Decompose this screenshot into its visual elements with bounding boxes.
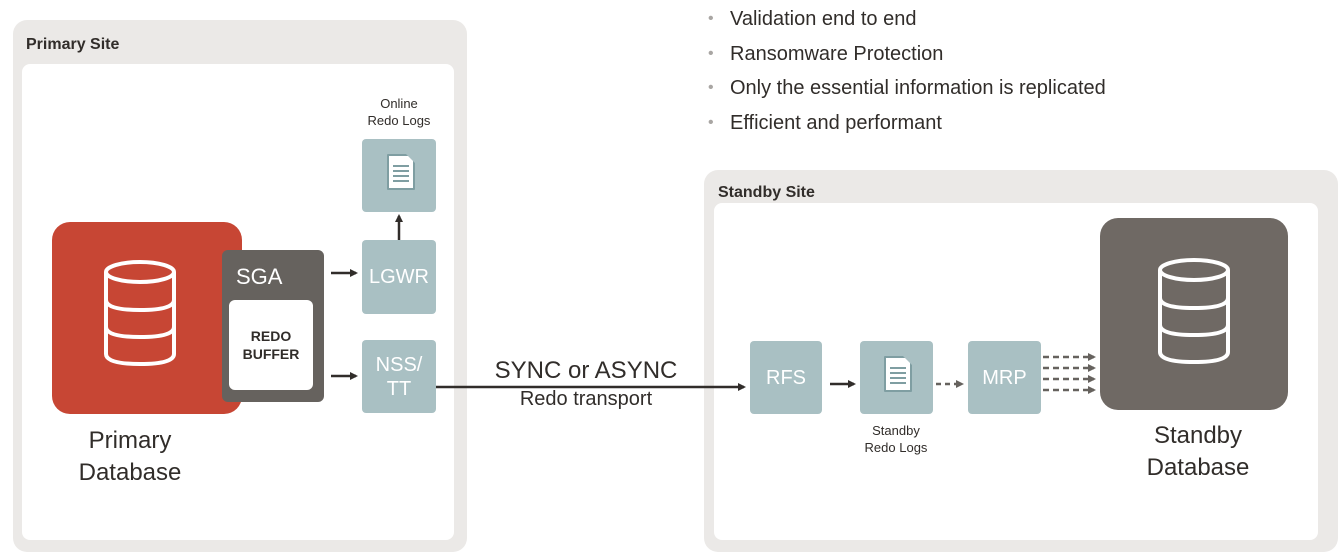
- standby-database-block: [1100, 218, 1288, 410]
- sga-block: SGA REDO BUFFER: [222, 250, 324, 402]
- standby-redo-logs-label: Standby Redo Logs: [864, 423, 928, 455]
- feature-item: •Ransomware Protection: [708, 42, 944, 65]
- redo-buffer: REDO BUFFER: [229, 300, 313, 390]
- standby-redo-logs-box: [860, 341, 933, 414]
- sga-label: SGA: [236, 264, 283, 289]
- standby-database-label: Standby Database: [1146, 422, 1250, 481]
- feature-item: •Only the essential information is repli…: [708, 77, 1106, 99]
- primary-database-label: Primary Database: [78, 427, 182, 486]
- online-redo-logs-box: [362, 139, 436, 212]
- database-icon: [1158, 258, 1230, 365]
- document-icon: [387, 154, 415, 190]
- primary-site-title: Primary Site: [26, 36, 120, 53]
- feature-item: •Validation end to end: [708, 8, 917, 30]
- transport-label: SYNC or ASYNC Redo transport: [494, 357, 678, 410]
- lgwr-box: LGWR: [362, 240, 436, 314]
- document-icon: [884, 356, 912, 392]
- standby-site-title: Standby Site: [718, 184, 815, 201]
- nss-tt-box: NSS/ TT: [362, 340, 436, 413]
- database-icon: [104, 260, 176, 367]
- feature-item: •Efficient and performant: [708, 111, 942, 134]
- rfs-box: RFS: [750, 341, 822, 414]
- mrp-box: MRP: [968, 341, 1041, 414]
- feature-list: •Validation end to end •Ransomware Prote…: [706, 2, 1266, 140]
- online-redo-logs-label: Online Redo Logs: [367, 96, 431, 128]
- primary-database-block: [52, 222, 242, 414]
